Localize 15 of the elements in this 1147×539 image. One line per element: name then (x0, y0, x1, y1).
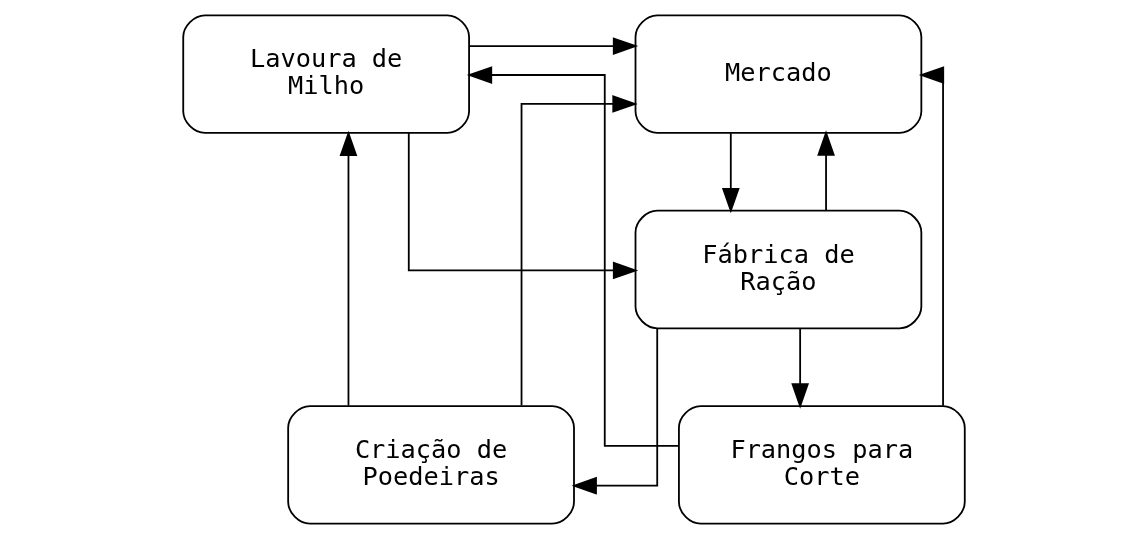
node-box: Lavoura de Milho (181, 14, 470, 134)
arrow (520, 95, 638, 407)
arrow (467, 37, 638, 55)
arrow (407, 132, 638, 280)
node-box: Criação de Poedeiras (286, 405, 575, 525)
node-box: Frangos para Corte (677, 405, 966, 525)
node-box: Fábrica de Ração (634, 209, 922, 330)
arrow (918, 66, 944, 407)
arrow (571, 327, 658, 495)
arrow (721, 132, 740, 214)
arrow (790, 327, 809, 409)
arrow (816, 130, 835, 212)
node-box: Mercado (634, 14, 922, 134)
arrow (339, 130, 357, 407)
arrow (466, 66, 680, 447)
